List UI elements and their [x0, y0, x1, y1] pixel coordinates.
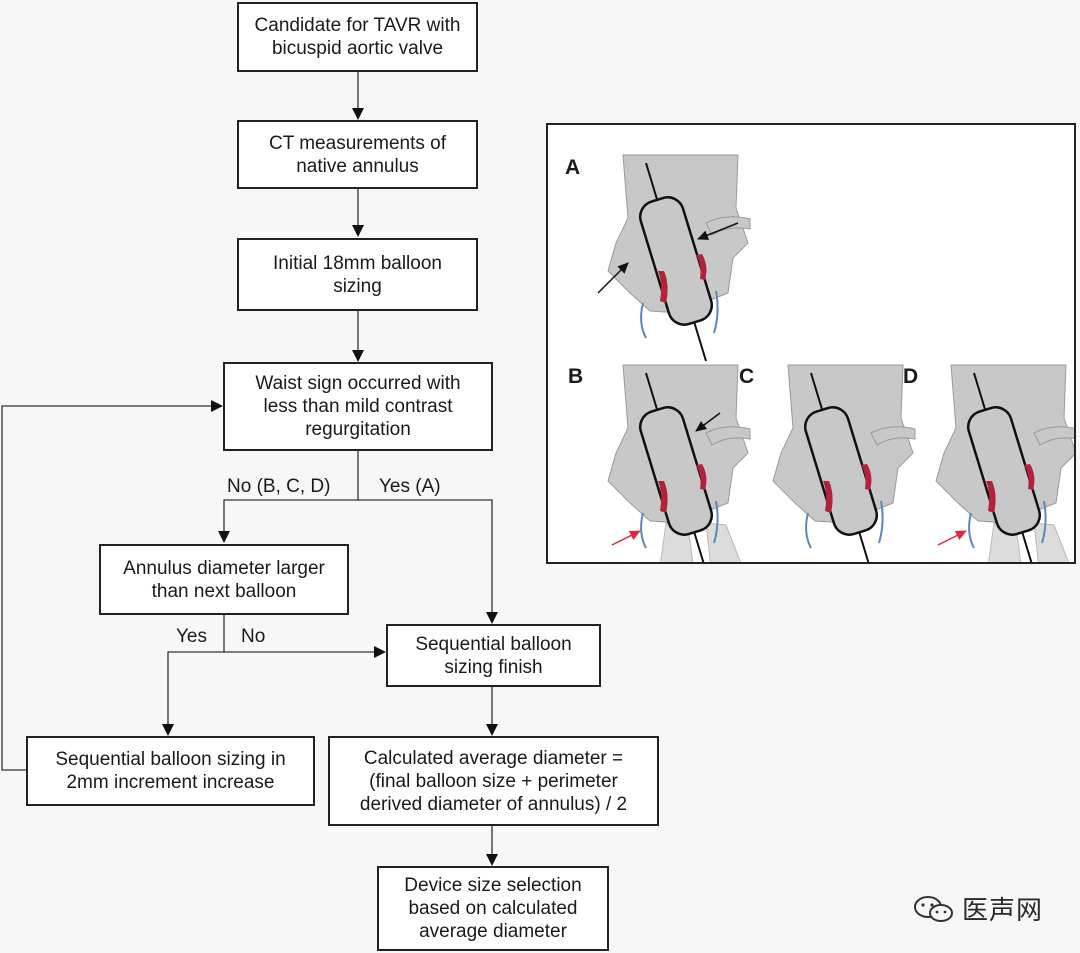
initial-balloon-box: Initial 18mm balloon sizing [237, 238, 478, 311]
waist-sign-box: Waist sign occurred with less than mild … [223, 362, 493, 451]
device-selection-box: Device size selection based on calculate… [377, 866, 609, 951]
valve-illustration-d [934, 363, 1074, 562]
panel-label-d: D [903, 365, 919, 388]
watermark-text: 医声网 [962, 895, 1044, 925]
balloon-illustrations [597, 153, 1074, 562]
increment-box: Sequential balloon sizing in 2mm increme… [26, 736, 315, 806]
watermark: 医声网 [912, 890, 1043, 927]
balloon-finish-box: Sequential balloon sizing finish [386, 624, 601, 687]
ct-measurement-box: CT measurements of native annulus [237, 120, 478, 189]
no-branch-label: No (B, C, D) [227, 476, 331, 497]
valve-illustration-c [771, 363, 917, 562]
panel-label-a: A [565, 156, 581, 179]
no-label: No [241, 626, 266, 647]
panel-label-b: B [568, 365, 584, 388]
valve-illustration-a [597, 153, 752, 363]
calculated-diameter-box: Calculated average diameter = (final bal… [328, 736, 659, 826]
yes-label: Yes [176, 626, 207, 647]
yes-branch-label: Yes (A) [379, 476, 441, 497]
wechat-icon [914, 895, 953, 922]
valve-illustration-b [606, 363, 752, 562]
balloon-illustration-panel: A B C D [546, 123, 1076, 564]
annulus-diameter-box: Annulus diameter larger than next balloo… [99, 544, 349, 615]
start-box: Candidate for TAVR with bicuspid aortic … [237, 2, 478, 72]
panel-label-c: C [739, 365, 755, 388]
